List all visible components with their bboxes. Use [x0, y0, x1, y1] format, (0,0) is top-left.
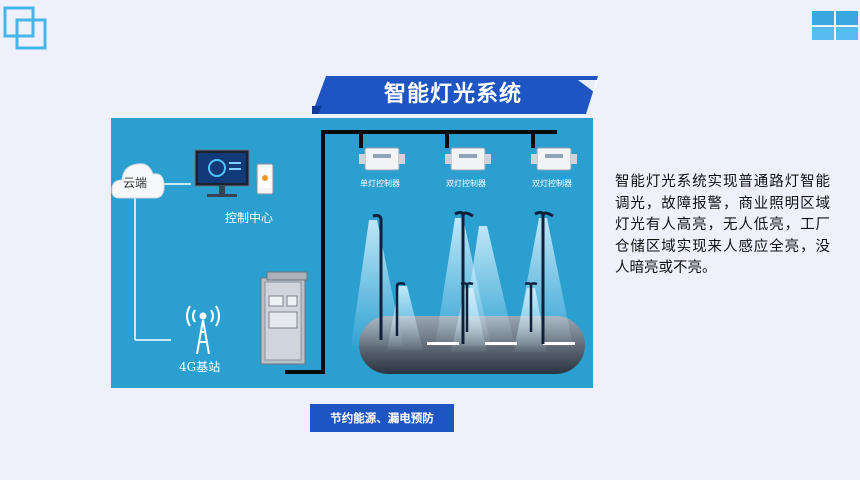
diagram-graphics — [111, 130, 585, 374]
control-center-label: 控制中心 — [225, 211, 274, 225]
short-street-lights — [395, 282, 538, 336]
base-station-label: 4G基站 — [179, 360, 221, 374]
page-title: 智能灯光系统 — [383, 82, 522, 107]
controller-label: 双灯控制器 — [446, 179, 486, 188]
electrical-cabinet-icon — [260, 271, 308, 365]
corner-decoration-icon — [3, 6, 47, 50]
system-description: 智能灯光系统实现普通路灯智能调光，故障报警，商业照明区域灯光有人高亮，无人低亮，… — [615, 174, 830, 276]
controller-label: 双灯控制器 — [532, 179, 572, 188]
title-banner — [312, 76, 598, 114]
network-links — [134, 183, 191, 341]
tower-icon — [186, 305, 220, 355]
cloud-icon — [111, 163, 165, 199]
controller-label: 单灯控制器 — [360, 179, 400, 188]
monitor-icon — [194, 149, 250, 197]
corner-tiles-icon — [812, 11, 858, 40]
system-diagram: 云端 控制中心 4G基站 单灯控制器 双灯控制器 双灯控制器 — [111, 118, 593, 388]
energy-saving-button[interactable]: 节约能源、漏电预防 — [310, 404, 454, 432]
street-lights — [372, 210, 554, 344]
controller-boxes — [359, 147, 577, 171]
power-cable — [285, 130, 557, 374]
phone-icon — [256, 163, 274, 195]
cloud-label: 云端 — [123, 176, 148, 190]
